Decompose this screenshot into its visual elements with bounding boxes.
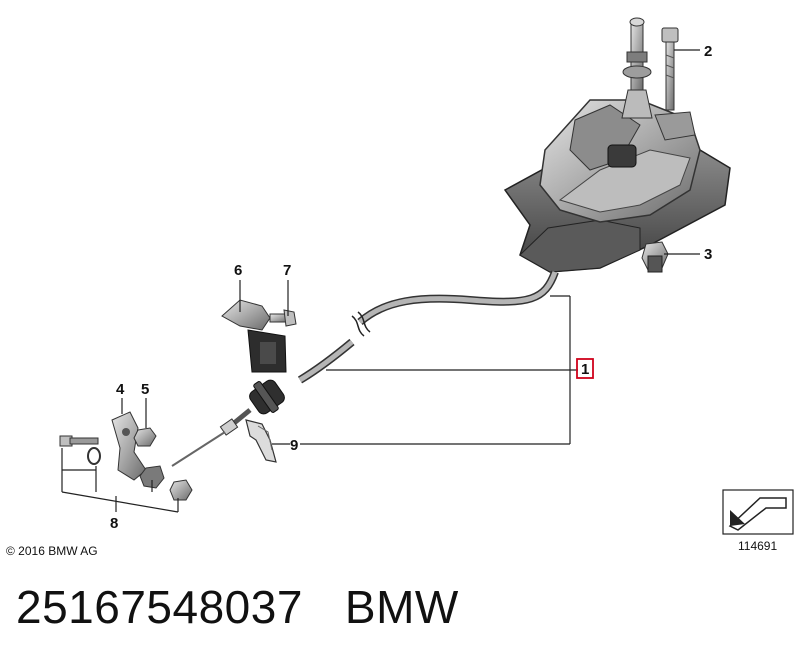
brand-name: BMW: [344, 581, 459, 633]
leader-lines: [61, 49, 700, 513]
parts-diagram: 2 3 1 9 6 7 4 5 8 © 2016 BMW AG 114691: [6, 17, 794, 558]
callout-5: 5: [141, 381, 149, 398]
gear-shifter-assembly: [503, 17, 731, 273]
callout-1-highlight-box: [576, 358, 594, 379]
bracket-part-6: [221, 299, 287, 373]
diagram-reference-icon: [722, 489, 794, 535]
callout-3: 3: [704, 246, 712, 263]
callout-1: 1: [581, 361, 589, 378]
part-number-footer: 25167548037 BMW: [16, 580, 459, 634]
callout-8: 8: [110, 515, 118, 532]
callout-6: 6: [234, 262, 242, 279]
hardware-set-part-8: [59, 435, 193, 501]
callout-7: 7: [283, 262, 291, 279]
callout-4: 4: [116, 381, 125, 398]
nut-part-3: [641, 241, 669, 273]
nut-part-5: [133, 427, 157, 447]
bolt-part-2: [661, 27, 679, 111]
callout-9: 9: [290, 437, 298, 454]
part-number: 25167548037: [16, 581, 303, 633]
diagram-number: 114691: [738, 539, 777, 553]
callout-2: 2: [704, 43, 712, 60]
clip-part-9: [245, 419, 277, 463]
shift-cable: [171, 270, 559, 467]
bolt-part-7: [269, 309, 297, 327]
copyright-text: © 2016 BMW AG: [6, 544, 98, 558]
